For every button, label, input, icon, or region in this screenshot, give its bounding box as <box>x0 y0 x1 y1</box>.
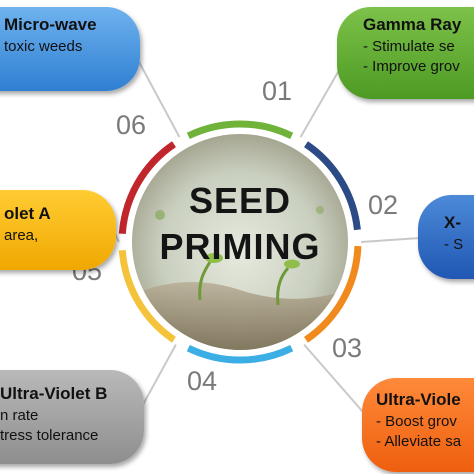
center-title-line1: SEED <box>188 180 292 221</box>
connector-microwave <box>137 59 181 138</box>
number-02: 02 <box>368 190 399 220</box>
connector-uvb <box>139 344 177 411</box>
ring-segment-blue <box>186 344 294 364</box>
colored-ring <box>118 120 362 364</box>
ring-segment-navy <box>304 141 361 231</box>
box-x-ray: X- - S <box>418 195 474 279</box>
box-uvc-line2: - Alleviate sa <box>376 433 462 450</box>
connector-uvc <box>303 343 371 421</box>
box-xray-line1: - S <box>444 236 464 253</box>
box-uvb-title: Ultra-Violet B <box>0 384 108 403</box>
box-gamma-ray: Gamma Ray - Stimulate se - Improve grov <box>337 7 474 99</box>
box-gamma-title: Gamma Ray <box>363 15 462 34</box>
box-gamma-line1: - Stimulate se <box>363 38 455 55</box>
box-microwave: Micro-wave toxic weeds <box>0 7 140 91</box>
ring-segment-green <box>186 120 294 140</box>
box-microwave-line1: toxic weeds <box>4 38 83 55</box>
center-photo <box>127 129 353 355</box>
box-xray-title: X- <box>444 213 461 232</box>
number-03: 03 <box>332 333 363 363</box>
box-ultra-violet-a: olet A area, <box>0 190 116 270</box>
box-uvb-line2: tress tolerance <box>0 427 99 444</box>
box-gamma-line2: - Improve grov <box>363 58 460 75</box>
center-title-line2: PRIMING <box>159 226 321 267</box>
ring-segment-orange <box>304 245 362 343</box>
box-uvc-title: Ultra-Viole <box>376 390 461 409</box>
box-uvc-line1: - Boost grov <box>376 413 457 430</box>
box-ultra-violet-c: Ultra-Viole - Boost grov - Alleviate sa <box>362 378 474 472</box>
number-01: 01 <box>262 76 293 106</box>
box-ultra-violet-b: Ultra-Violet B n rate tress tolerance <box>0 370 144 464</box>
box-uva-title: olet A <box>4 204 51 223</box>
ring-segment-yellow <box>118 249 176 343</box>
box-microwave-title: Micro-wave <box>4 15 97 34</box>
ring-segment-red <box>118 141 176 235</box>
connector-xray <box>360 237 421 243</box>
box-uvb-line1: n rate <box>0 407 39 424</box>
number-06: 06 <box>116 110 147 140</box>
box-uva-line1: area, <box>4 227 39 244</box>
number-04: 04 <box>187 366 218 396</box>
